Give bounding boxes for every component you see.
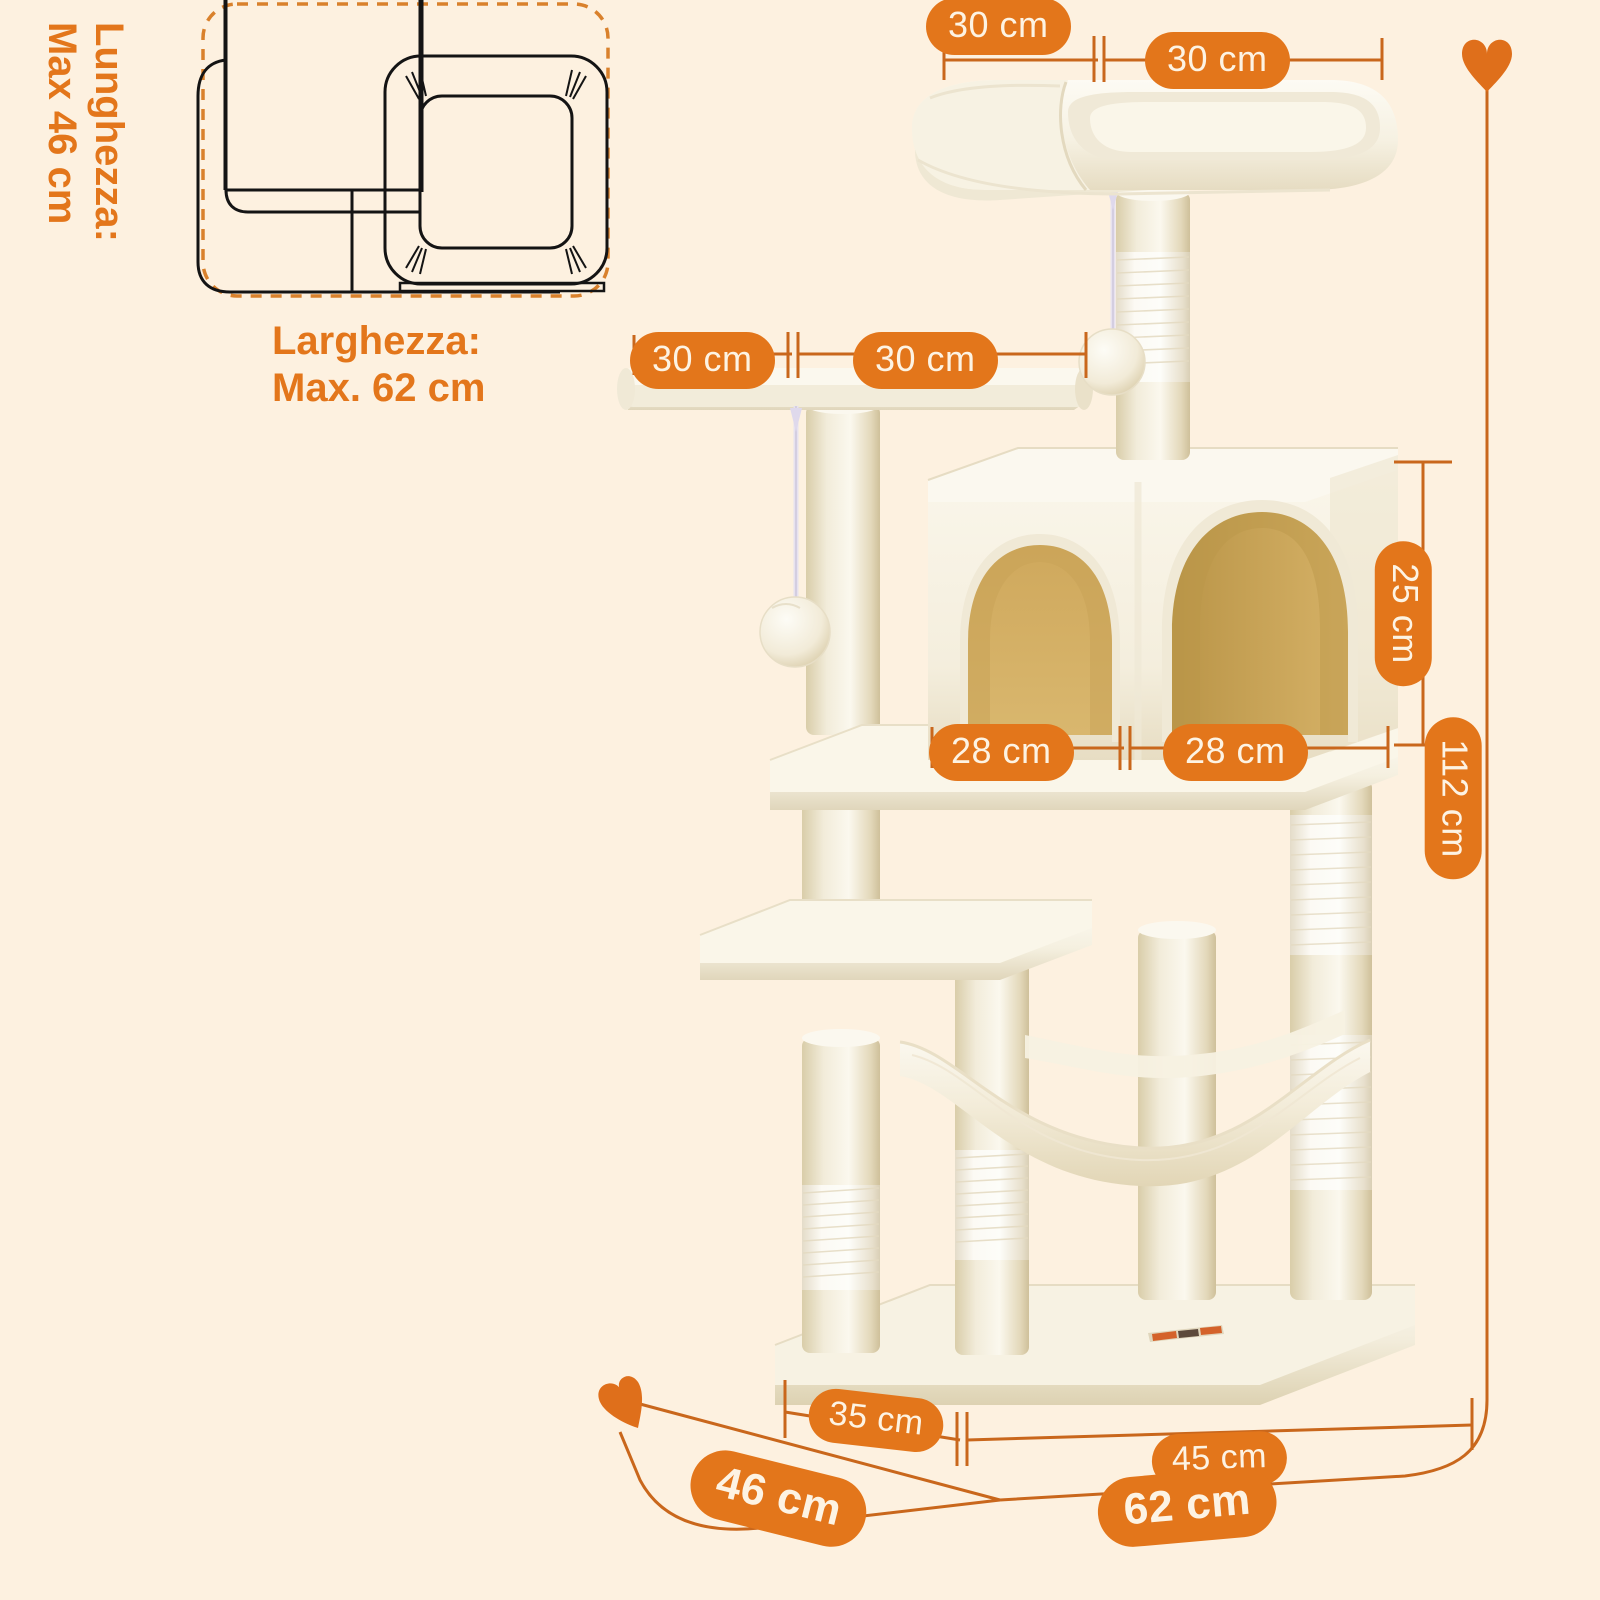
post-center-rear [1138, 921, 1216, 1300]
boundary-dashed-rect [201, 2, 610, 298]
dim-label-condo-right: 28 cm [1163, 724, 1308, 781]
caption-width: Larghezza: Max. 62 cm [272, 318, 652, 412]
two-arch-condo [927, 447, 1398, 760]
post-left-outer [802, 1029, 880, 1353]
dim-label-mid-shelf-right: 30 cm [853, 332, 998, 389]
dim-label-total-height: 112 cm [1424, 717, 1482, 880]
hanging-pompom-left [759, 406, 831, 668]
top-plush-bed [912, 80, 1398, 201]
dim-label-condo-left: 28 cm [929, 724, 1074, 781]
caption-width-line2: Max. 62 cm [272, 366, 486, 411]
dim-label-top-bed-left: 30 cm [926, 0, 1071, 55]
square-bed-outline [383, 54, 609, 293]
dim-label-mid-shelf-left: 30 cm [630, 332, 775, 389]
arrowhead-top [1462, 39, 1512, 92]
arrowhead-bottom-left [598, 1376, 643, 1428]
depth-46-leader [639, 1402, 1001, 1502]
dim-label-condo-height: 25 cm [1374, 541, 1432, 686]
lower-platform [699, 899, 1092, 980]
base-board [774, 1284, 1415, 1405]
caption-length: Lunghezza: Max 46 cm [38, 22, 132, 362]
caption-length-line1: Lunghezza: [87, 22, 131, 242]
caption-width-line1: Larghezza: [272, 319, 481, 363]
dim-label-top-bed-right: 30 cm [1145, 32, 1290, 89]
plush-hammock [899, 1010, 1371, 1187]
brand-label [1148, 1325, 1224, 1342]
caption-length-line2: Max 46 cm [39, 22, 84, 225]
